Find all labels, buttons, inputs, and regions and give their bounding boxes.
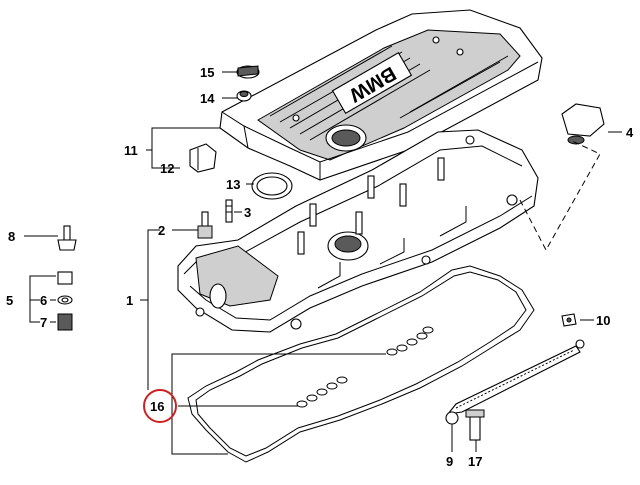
callout-2: 2: [158, 223, 165, 238]
callout-9: 9: [446, 454, 453, 469]
callout-17: 17: [468, 454, 482, 469]
part-12-clip: [189, 143, 217, 173]
callout-labels: 1 2 3 4 5 6 7 8 9 10 11 12 13 14 15 16 1…: [6, 65, 634, 469]
callout-5: 5: [6, 293, 13, 308]
callout-13: 13: [226, 177, 240, 192]
callout-12: 12: [160, 161, 174, 176]
valve-cover-gasket: [187, 265, 535, 463]
part-13-oring: [251, 172, 293, 200]
callout-16: 16: [150, 399, 164, 414]
part-4-oil-cap: [561, 103, 605, 145]
callout-8: 8: [8, 229, 15, 244]
callout-7: 7: [40, 315, 47, 330]
part-3-stud: [225, 199, 233, 223]
part-2-stud-bolt: [197, 211, 213, 239]
part-5-set: [57, 271, 73, 331]
engine-cover: BMW: [219, 9, 543, 181]
callout-16-highlight: [143, 389, 177, 423]
valve-cover: [177, 129, 539, 333]
part-15-cap: [236, 65, 260, 79]
callout-10: 10: [596, 313, 610, 328]
callout-14: 14: [200, 91, 215, 106]
callout-4: 4: [626, 125, 634, 140]
leader-lines: [24, 71, 622, 455]
callout-6: 6: [40, 293, 47, 308]
ground-strap: [445, 339, 585, 441]
callout-11: 11: [124, 143, 138, 158]
part-10-nut: [561, 313, 577, 327]
callout-3: 3: [244, 205, 251, 220]
part-8-screw: [57, 225, 77, 251]
part-14-grommet: [236, 90, 252, 102]
callout-1: 1: [126, 293, 133, 308]
callout-15: 15: [200, 65, 214, 80]
